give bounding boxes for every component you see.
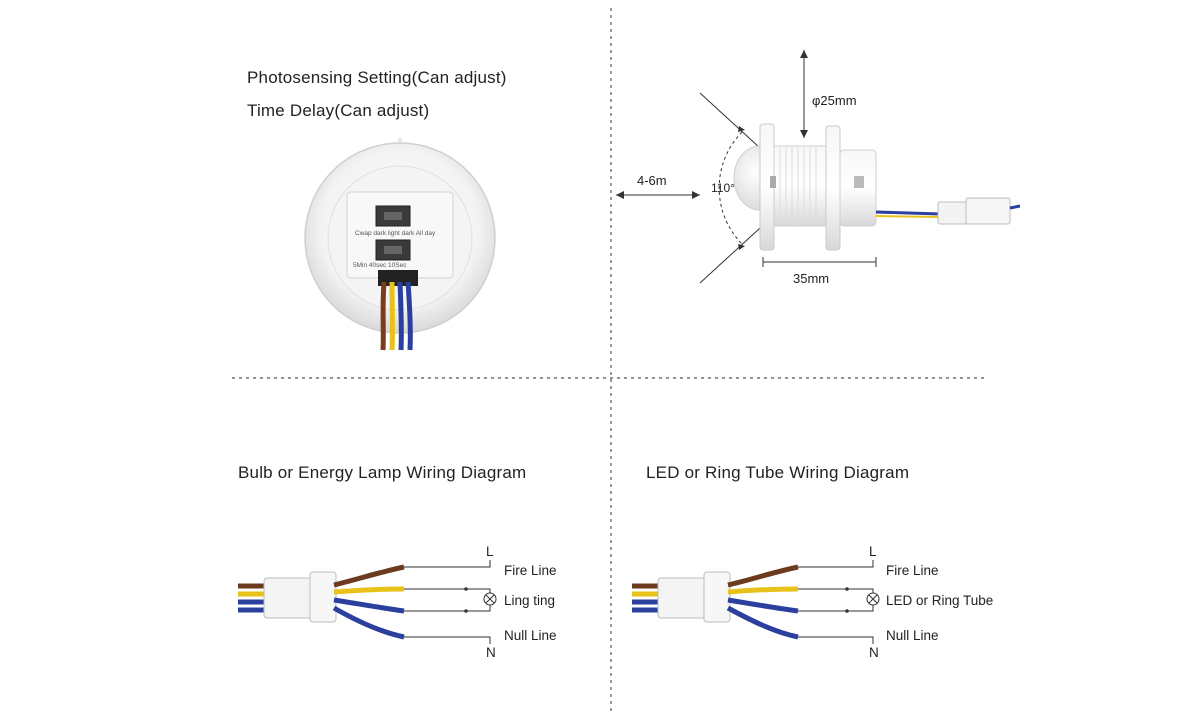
- led-load-label: LED or Ring Tube: [886, 593, 994, 608]
- led-null-line-label: Null Line: [886, 628, 939, 643]
- bulb-wiring-title: Bulb or Energy Lamp Wiring Diagram: [238, 463, 527, 482]
- bulb-null-line-label: Null Line: [504, 628, 557, 643]
- time-scale-label: 5Min 40sec 10Sec: [353, 262, 407, 269]
- diameter-label: φ25mm: [812, 93, 857, 108]
- range-label: 4-6m: [637, 173, 667, 188]
- led-fire-line-label: Fire Line: [886, 563, 939, 578]
- bulb-l-label: L: [486, 544, 494, 559]
- bulb-load-label: Ling ting: [504, 593, 556, 608]
- led-l-label: L: [869, 544, 877, 559]
- time-delay-label: Time Delay(Can adjust): [247, 101, 430, 120]
- led-n-label: N: [869, 645, 879, 660]
- angle-label: 110°: [711, 181, 735, 195]
- led-wiring-graphic: [632, 560, 880, 644]
- length-label: 35mm: [793, 271, 830, 286]
- photosensing-setting-label: Photosensing Setting(Can adjust): [247, 68, 507, 87]
- bulb-wiring-graphic: [238, 560, 497, 644]
- bulb-n-label: N: [486, 645, 496, 660]
- sensor-side-view: [616, 50, 1021, 284]
- bulb-fire-line-label: Fire Line: [504, 563, 557, 578]
- knob-scale-label: Cwap dark light dark All day: [355, 230, 436, 237]
- led-wiring-title: LED or Ring Tube Wiring Diagram: [646, 463, 910, 482]
- sensor-back-view: [304, 138, 496, 351]
